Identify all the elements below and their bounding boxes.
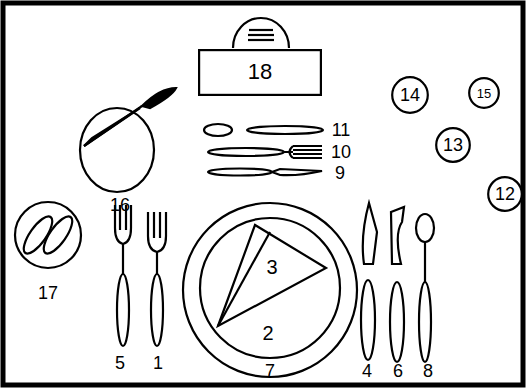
soup-spoon — [416, 214, 434, 242]
dinner-knife — [361, 280, 375, 360]
water-glass: 14 — [391, 76, 429, 114]
callout-number: 18 — [248, 61, 272, 83]
glass-circle: 13 — [435, 127, 471, 163]
callout-number: 14 — [400, 86, 420, 104]
butter-knife — [84, 106, 142, 146]
dinner-plate — [200, 218, 340, 358]
place-card: 18 — [198, 49, 322, 96]
callout-number: 5 — [115, 354, 125, 372]
napkin-fold — [218, 232, 270, 326]
frame-border — [3, 3, 523, 385]
callout-number: 10 — [331, 143, 351, 161]
glass-circle — [392, 77, 428, 113]
butter-knife — [142, 88, 176, 108]
dinner-fork — [151, 274, 163, 346]
dessert-spoon — [247, 126, 323, 134]
napkin — [218, 225, 326, 326]
bread-plate — [80, 108, 154, 192]
glass-circle: 15 — [468, 77, 500, 109]
card-box — [199, 50, 321, 95]
charger-plate — [183, 203, 357, 377]
fish-knife — [390, 282, 404, 362]
dinner-knife — [363, 203, 377, 264]
card-line — [248, 34, 274, 36]
dessert-knife — [208, 169, 272, 176]
callout-number: 11 — [332, 121, 351, 139]
callout-number: 7 — [265, 362, 275, 380]
card-holder — [233, 18, 289, 48]
callout-number: 8 — [423, 362, 433, 380]
dessert-knife — [272, 169, 322, 175]
callout-number: 2 — [262, 323, 273, 343]
callout-number: 13 — [443, 136, 463, 154]
callout-number: 9 — [335, 164, 345, 182]
callout-number: 15 — [477, 87, 491, 100]
dinner-fork — [148, 212, 166, 274]
glass-circle: 12 — [487, 176, 523, 212]
salad-fork — [115, 205, 131, 274]
callout-number: 1 — [153, 354, 163, 372]
callout-number: 4 — [362, 362, 372, 380]
salad-plate — [15, 202, 81, 268]
dessert-fork — [208, 148, 284, 156]
card-line — [248, 39, 274, 41]
callout-number: 16 — [110, 196, 130, 214]
callout-number: 17 — [38, 284, 58, 302]
salad-piece — [39, 212, 77, 257]
butter-knife — [84, 108, 140, 146]
callout-number: 12 — [495, 185, 515, 203]
soup-spoon — [424, 242, 426, 282]
salad-fork — [117, 274, 129, 346]
callout-number: 3 — [266, 257, 277, 277]
callout-number: 6 — [393, 362, 403, 380]
glass-circle — [436, 128, 470, 162]
fish-knife — [391, 207, 404, 264]
dessert-spoon — [204, 124, 232, 136]
glass-circle — [469, 78, 499, 108]
salad-piece — [19, 212, 57, 257]
glass-circle — [488, 177, 522, 211]
soup-spoon — [419, 282, 431, 362]
card-line — [249, 29, 273, 31]
dessert-fork — [284, 146, 322, 158]
